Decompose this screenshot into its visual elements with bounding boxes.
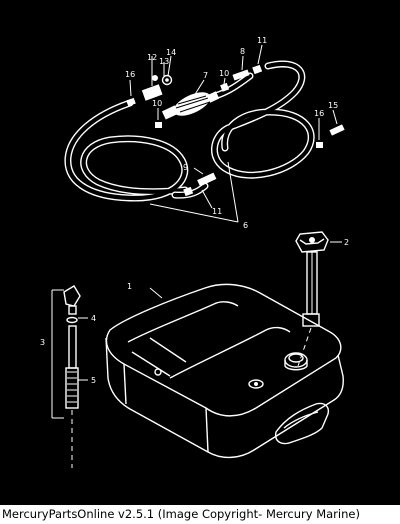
callout-14: 14 (166, 48, 176, 57)
callout-8: 8 (240, 47, 245, 56)
leader-lines (78, 44, 342, 381)
fuel-tank (105, 283, 344, 459)
callout-10: 10 (152, 99, 162, 108)
callout-1: 1 (127, 282, 132, 291)
callout-3: 3 (40, 338, 45, 347)
fuel-tank-exploded-diagram: 12 13 14 16 7 8 11 10 10 15 16 9 11 6 2 … (40, 36, 349, 468)
callout-7: 7 (203, 71, 208, 80)
callout-11: 11 (257, 36, 267, 45)
hose-fittings (126, 64, 345, 197)
callout-13: 13 (159, 57, 169, 66)
callout-16: 16 (314, 109, 324, 118)
callout-9: 9 (183, 163, 188, 172)
callout-16: 16 (125, 70, 135, 79)
callout-5: 5 (91, 376, 96, 385)
callout-12: 12 (147, 53, 157, 62)
fuel-line-assembly (64, 60, 315, 202)
fuel-gauge (295, 231, 329, 367)
callout-2: 2 (344, 238, 349, 247)
primer-bulb (161, 91, 220, 120)
fuel-pickup-assembly (51, 285, 81, 468)
callout-4: 4 (91, 314, 96, 323)
callout-10: 10 (219, 69, 229, 78)
callout-numbers: 12 13 14 16 7 8 11 10 10 15 16 9 11 6 2 … (40, 36, 349, 385)
callout-11: 11 (212, 207, 222, 216)
callout-6: 6 (243, 221, 248, 230)
callout-15: 15 (328, 101, 338, 110)
image-caption: MercuryPartsOnline v2.5.1 (Image Copyrig… (0, 505, 400, 524)
